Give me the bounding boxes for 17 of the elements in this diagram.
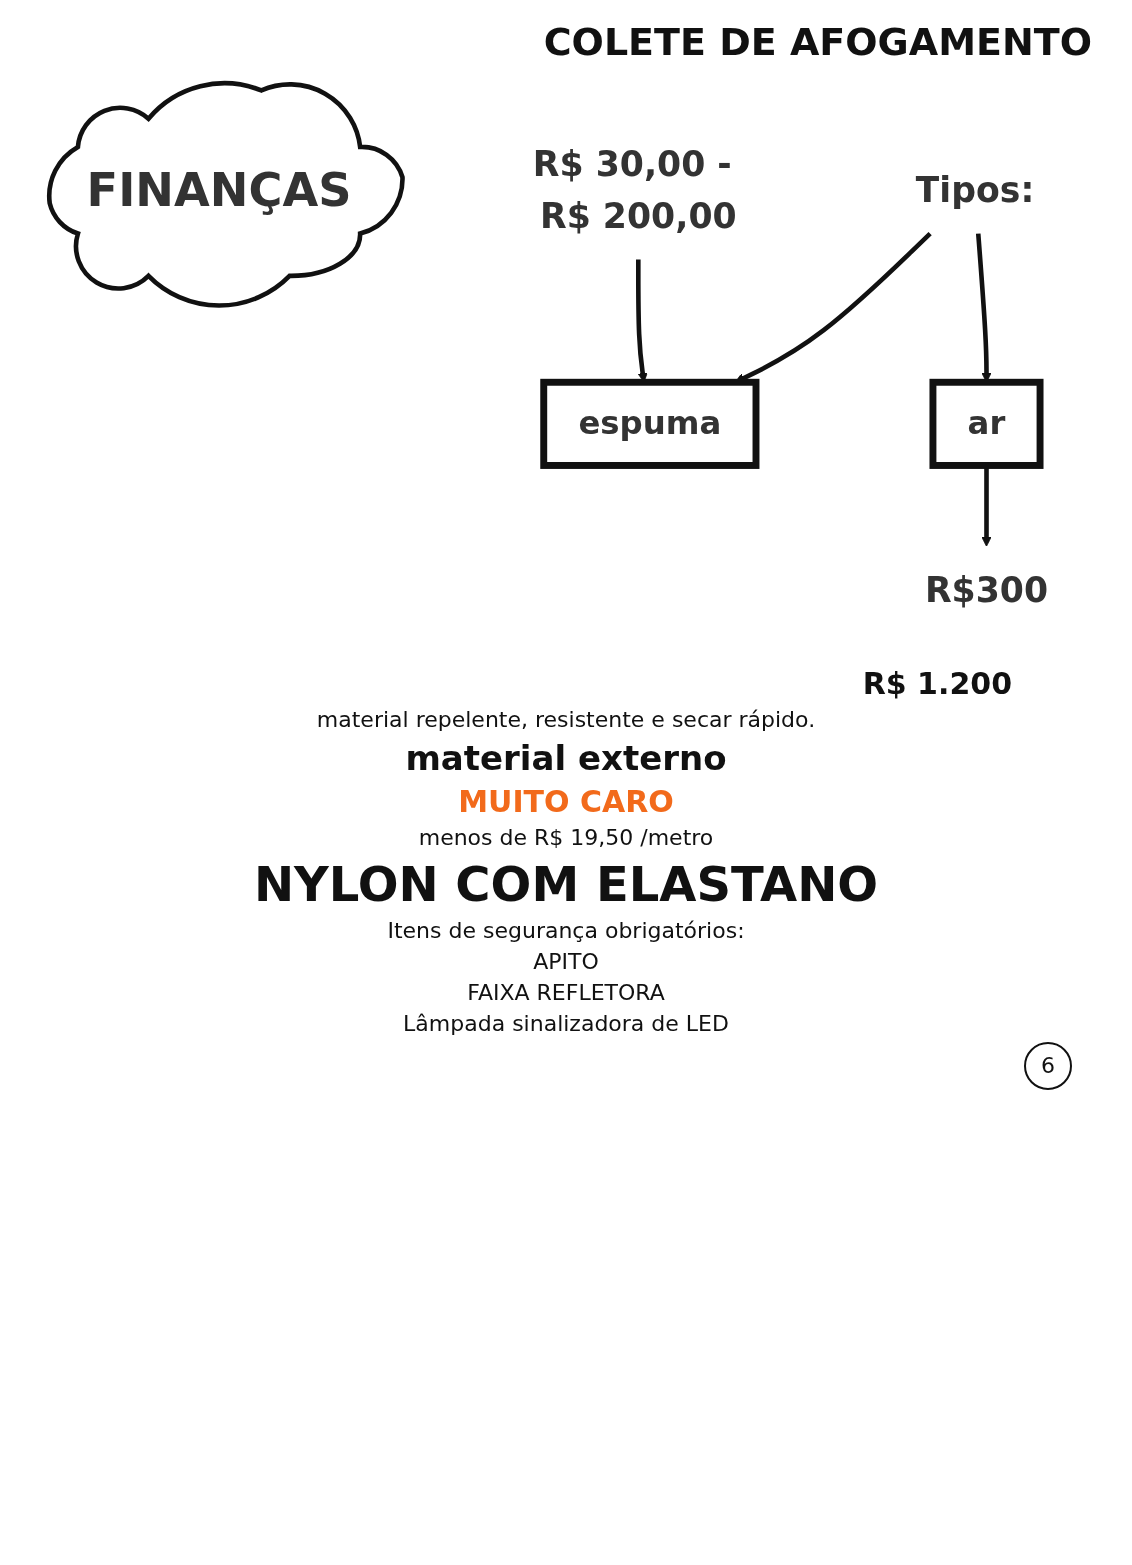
warning-note: MUITO CARO — [458, 784, 674, 820]
list-heading: Itens de segurança obrigatórios: — [387, 918, 745, 944]
node-text: Tipos: — [915, 170, 1035, 211]
price-note: R$ 1.200 — [862, 666, 1012, 702]
handwritten-note: material repelente, resistente e secar rápido. — [316, 707, 816, 733]
page-number: 6 — [1024, 1042, 1072, 1091]
price-note: menos de R$ 19,50 /metro — [418, 825, 714, 851]
list-item: APITO — [533, 949, 599, 975]
list-item: FAIXA REFLETORA — [467, 980, 665, 1006]
material-heading: material externo — [405, 738, 727, 779]
material-heading: NYLON COM ELASTANO — [253, 856, 879, 913]
node-box: espuma — [540, 378, 760, 469]
node-box: ar — [929, 378, 1044, 469]
list-item: Lâmpada sinalizadora de LED — [403, 1011, 729, 1037]
node-text: R$300 — [924, 569, 1049, 610]
title: COLETE DE AFOGAMENTO — [542, 20, 1092, 64]
node-text: R$ 30,00 - R$ 200,00 — [532, 144, 737, 237]
